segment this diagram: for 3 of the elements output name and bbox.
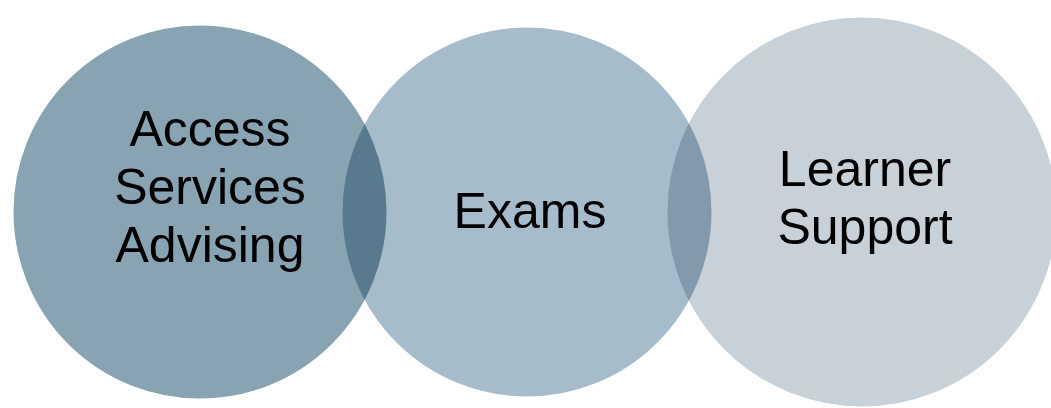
- circle-label: Learner Support: [776, 140, 954, 256]
- circle-label: Exams: [452, 182, 608, 240]
- circle-label: Access Services Advising: [113, 100, 307, 274]
